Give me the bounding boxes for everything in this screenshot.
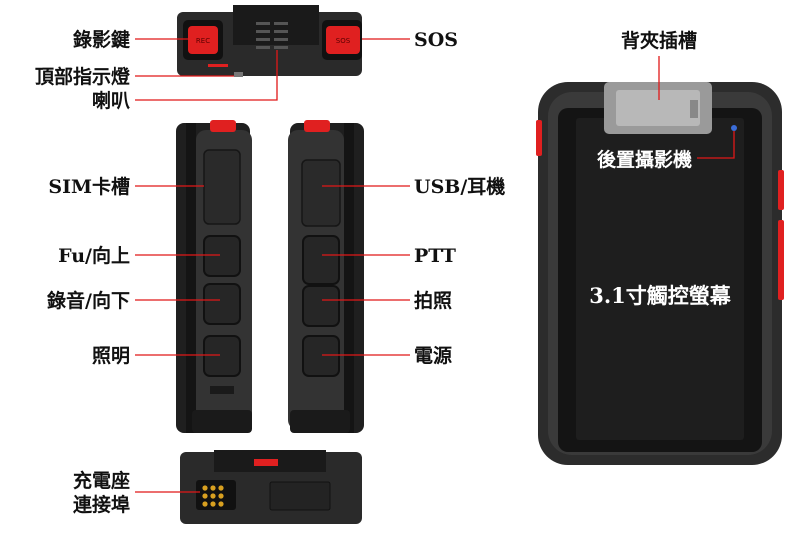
bottom-view: [180, 450, 362, 524]
label-charger-line2: 連接埠: [73, 493, 130, 516]
label-ptt: PTT: [414, 245, 456, 267]
top-view: REC SOS: [177, 5, 362, 77]
speaker-grille: [256, 22, 288, 49]
label-rear-camera: 後置攝影機: [597, 148, 692, 171]
label-sos: SOS: [414, 29, 458, 51]
label-speaker: 喇叭: [92, 90, 130, 112]
sim-slot-cover[interactable]: [203, 149, 241, 225]
photo-button[interactable]: [302, 285, 340, 327]
usb-cover[interactable]: [301, 159, 341, 227]
charging-pins: [202, 485, 224, 507]
label-record-key: 錄影鍵: [73, 28, 130, 51]
callout-labels: 錄影鍵 頂部指示燈 喇叭 SOS SIM卡槽 Fu/向上 錄音/向下 照明 US…: [35, 28, 732, 516]
light-button[interactable]: [203, 335, 241, 377]
record-button-mark: REC: [196, 37, 210, 45]
ptt-button[interactable]: [302, 235, 340, 285]
top-indicator-light: [234, 72, 243, 77]
right-side-view: [288, 120, 364, 433]
label-charger-line1: 充電座: [73, 469, 130, 492]
fu-up-button[interactable]: [203, 235, 241, 277]
label-screen: 3.1寸觸控螢幕: [589, 283, 732, 308]
touch-screen[interactable]: [576, 118, 744, 440]
label-audio-down: 錄音/向下: [47, 289, 130, 312]
left-side-view: [176, 120, 252, 433]
label-back-clip: 背夾插槽: [621, 29, 697, 52]
rear-camera-lens: [731, 125, 737, 131]
record-button[interactable]: [188, 26, 218, 54]
sos-button[interactable]: [326, 26, 360, 54]
sos-button-mark: SOS: [336, 37, 351, 45]
label-fu-up: Fu/向上: [58, 244, 130, 267]
label-top-indicator: 頂部指示燈: [35, 65, 131, 88]
record-audio-down-button[interactable]: [203, 283, 241, 325]
label-sim-slot: SIM卡槽: [48, 175, 130, 198]
label-light: 照明: [92, 345, 130, 367]
front-view: [536, 82, 784, 465]
power-button[interactable]: [302, 335, 340, 377]
label-photo: 拍照: [414, 289, 452, 312]
label-power: 電源: [414, 344, 452, 367]
label-usb-headset: USB/耳機: [414, 175, 505, 198]
leader-lines: [135, 38, 735, 493]
